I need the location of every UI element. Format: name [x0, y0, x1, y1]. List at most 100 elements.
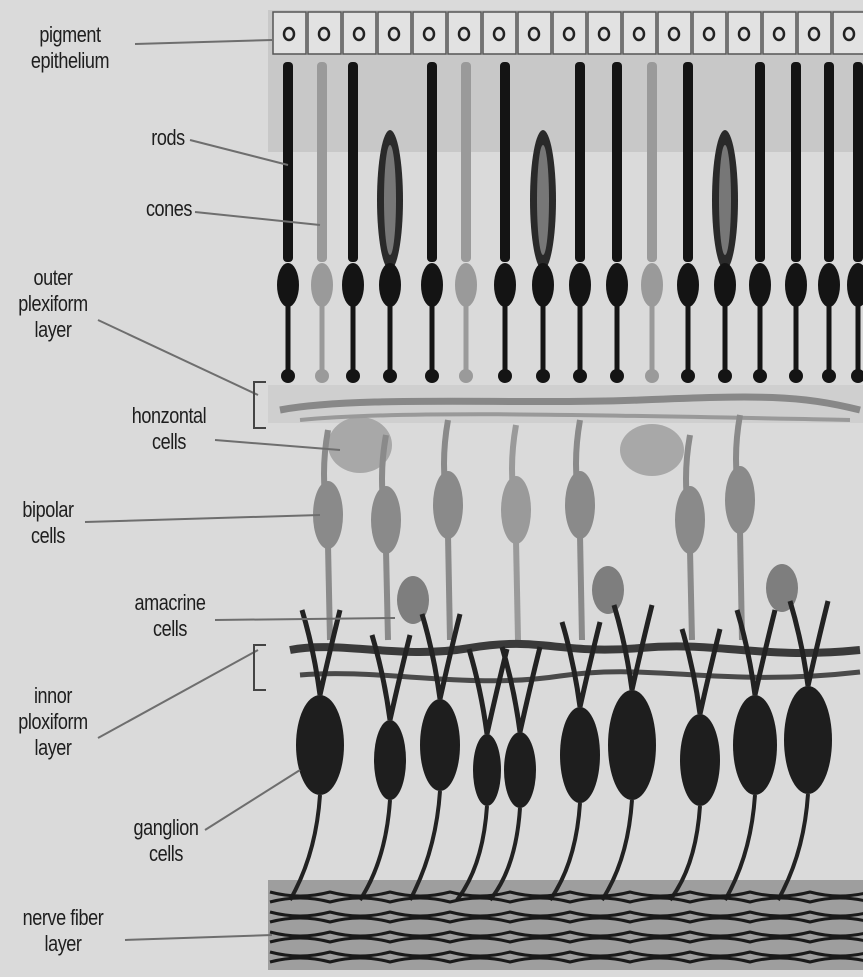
- pigment-cell: [588, 12, 621, 54]
- pigment-cell: [553, 12, 586, 54]
- leader-line: [85, 515, 320, 522]
- cone-core: [719, 145, 731, 255]
- leader-line: [98, 650, 258, 738]
- leader-line: [215, 618, 395, 620]
- pigment-cell: [483, 12, 516, 54]
- rod-outer-segment: [612, 62, 622, 262]
- ganglion-cell-body: [504, 732, 536, 808]
- amacrine-cell-body: [592, 566, 624, 614]
- bipolar-cell-body: [371, 486, 401, 554]
- receptor-cell-body: [847, 263, 863, 307]
- bipolar-axon: [580, 535, 582, 640]
- pigment-cell: [448, 12, 481, 54]
- receptor-cell-body: [714, 263, 736, 307]
- bipolar-axon: [516, 540, 518, 640]
- rod-outer-segment: [427, 62, 437, 262]
- pigment-cell: [693, 12, 726, 54]
- receptor-cell-body: [494, 263, 516, 307]
- ganglion-dendrite: [422, 614, 460, 699]
- rod-outer-segment: [283, 62, 293, 262]
- receptor-terminal: [281, 369, 295, 383]
- ganglion-dendrite: [469, 649, 507, 734]
- bipolar-cell-body: [565, 471, 595, 539]
- bipolar-axon: [386, 550, 388, 640]
- receptor-terminal: [645, 369, 659, 383]
- receptor-terminal: [822, 369, 836, 383]
- pigment-cell: [308, 12, 341, 54]
- receptor-terminal: [753, 369, 767, 383]
- receptor-terminal: [459, 369, 473, 383]
- rod-outer-segment: [683, 62, 693, 262]
- pigment-cell: [378, 12, 411, 54]
- ganglion-dendrite: [682, 629, 720, 714]
- ganglion-cell-body: [296, 695, 344, 795]
- cone-outer-segment: [647, 62, 657, 262]
- receptor-cell-body: [606, 263, 628, 307]
- cone-outer-segment: [317, 62, 327, 262]
- ganglion-cell-body: [473, 734, 501, 806]
- receptor-terminal: [789, 369, 803, 383]
- rod-outer-segment: [791, 62, 801, 262]
- ganglion-cell-body: [784, 686, 832, 794]
- pigment-cell: [833, 12, 863, 54]
- pigment-cell: [343, 12, 376, 54]
- pigment-cell: [273, 12, 306, 54]
- receptor-cell-body: [818, 263, 840, 307]
- receptor-cell-body: [785, 263, 807, 307]
- rod-outer-segment: [500, 62, 510, 262]
- pigment-cell: [798, 12, 831, 54]
- pigment-cell: [658, 12, 691, 54]
- receptor-cell-body: [532, 263, 554, 307]
- receptor-cell-body: [379, 263, 401, 307]
- receptor-terminal: [425, 369, 439, 383]
- receptor-terminal: [610, 369, 624, 383]
- receptor-terminal: [851, 369, 863, 383]
- receptor-terminal: [536, 369, 550, 383]
- leader-line: [135, 40, 272, 44]
- receptor-terminal: [718, 369, 732, 383]
- receptor-cell-body: [311, 263, 333, 307]
- cone-outer-segment: [461, 62, 471, 262]
- cone-core: [537, 145, 549, 255]
- label-cones: cones: [132, 196, 206, 222]
- label-rods: rods: [135, 125, 201, 151]
- ganglion-cell-body: [608, 690, 656, 800]
- receptor-terminal: [681, 369, 695, 383]
- leader-line: [195, 212, 320, 225]
- bipolar-axon: [448, 535, 450, 640]
- rod-outer-segment: [755, 62, 765, 262]
- rod-outer-segment: [824, 62, 834, 262]
- cone-core: [384, 145, 396, 255]
- bipolar-axon: [328, 545, 330, 640]
- ganglion-cell-body: [680, 714, 720, 806]
- rod-outer-segment: [853, 62, 863, 262]
- rod-outer-segment: [348, 62, 358, 262]
- rod-outer-segment: [575, 62, 585, 262]
- receptor-cell-body: [277, 263, 299, 307]
- pigment-cell: [623, 12, 656, 54]
- receptor-cell-body: [421, 263, 443, 307]
- ganglion-cell-body: [374, 720, 406, 800]
- receptor-cell-body: [569, 263, 591, 307]
- ganglion-dendrite: [302, 610, 340, 695]
- pigment-cell: [728, 12, 761, 54]
- label-outer-plexiform-layer: outerplexiformlayer: [16, 265, 90, 343]
- bipolar-cell-body: [433, 471, 463, 539]
- bipolar-axon: [690, 550, 692, 640]
- receptor-terminal: [346, 369, 360, 383]
- receptor-terminal: [498, 369, 512, 383]
- bipolar-cell-body: [501, 476, 531, 544]
- receptor-terminal: [315, 369, 329, 383]
- receptor-cell-body: [677, 263, 699, 307]
- receptor-cell-body: [749, 263, 771, 307]
- pigment-epithelium-cells: [273, 12, 863, 54]
- receptor-terminal: [383, 369, 397, 383]
- leader-line: [205, 770, 300, 830]
